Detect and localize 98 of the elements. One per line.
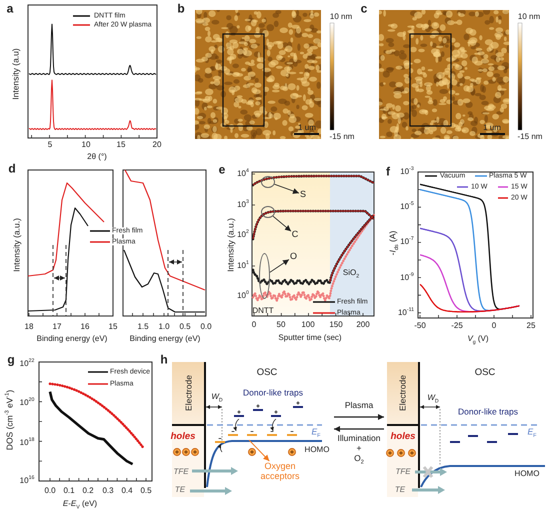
tick-label: -25 [451,322,463,330]
tick-label: 10$^{1}$ [237,262,249,270]
arrow [272,216,292,232]
tick-label: 0.0 [200,322,212,332]
panel-letter: c [360,2,368,16]
axis-title: Binding energy (eV) [130,334,200,344]
axis-title: 2θ (°) [87,152,107,162]
annotation-text: Electrode [398,375,408,411]
element-label: O [289,251,298,262]
element-label: S [299,189,307,200]
tick-label: 10$^{18}$ [20,438,34,448]
color-scale-label: 10 nm [330,12,352,22]
tick-label: 5 [48,140,52,150]
tick-label: 200 [356,320,370,330]
axis-title: Intensity (a.u) [12,48,20,100]
panel-letter: b [177,2,185,16]
annotation-text: TFE [173,468,189,476]
tick-label: 100 [301,320,315,330]
arrow [270,259,290,273]
scale-bar-label: 1 um [483,124,501,132]
tick-label: 15 [116,140,126,150]
panel-letter: d [8,162,16,176]
panel-letter: g [7,354,15,366]
annotation-text: holes [390,432,416,442]
tick-label: -50 [414,322,426,330]
highlight-ellipse [259,253,270,299]
annotation-text: OSC [474,368,496,378]
tick-label: 10$^{4}$ [237,170,249,178]
tick-label: 17 [52,322,62,332]
annotation-text: TE [174,486,186,494]
axis-title: V$_{g}$ (V) [467,334,489,344]
annotation-text: E$_{F}$ [311,428,321,436]
annotation-text: HOMO [514,470,540,478]
annotation-text: DNTT [252,306,274,316]
tick-label: 10$^{22}$ [20,360,34,368]
arrow [274,184,300,194]
tick-label: 18 [24,322,34,332]
annotation-text: OSC [256,368,278,378]
tick-label: 10$^{2}$ [237,230,249,240]
axis-title: Sputter time (sec) [278,334,342,342]
tick-label: 10$^{-3}$ [400,168,414,176]
tick-label: 50 [276,320,286,330]
tick-label: 0.1 [63,486,75,496]
annotation-text: Donor-like traps [243,388,303,398]
tick-label: 0 [492,322,496,330]
tick-label: 0.5 [140,486,152,496]
arrow [334,414,384,420]
panel-letter: f [386,166,390,178]
annotation-text: E$_{F}$ [527,428,537,436]
tick-label: 16 [80,322,90,332]
tick-label: 10$^{16}$ [20,476,34,486]
callout-text: Oxygen acceptors [257,461,303,483]
tick-label: 10$^{-11}$ [398,308,414,318]
panel-letter: a [6,2,14,16]
annotation-text: Electrode [184,375,194,411]
panel-letter: h [160,354,168,366]
element-label: C [291,229,299,240]
tick-label: 0.2 [82,486,94,496]
tick-label: 0.0 [44,486,56,496]
tick-label: 1.0 [158,322,170,332]
tick-label: 15 [108,322,118,332]
annotation-text: W$_{D}$ [427,394,439,402]
axis-title: Intensity (a.u.) [226,218,236,272]
axis-title: Intensity (a.u.) [12,218,22,272]
color-scale-label: -15 nm [330,132,354,142]
tick-label: 10$^{-9}$ [400,274,414,282]
tick-label: 10$^{-7}$ [400,238,414,246]
tick-label: 0.3 [102,486,114,496]
tick-label: 0.4 [121,486,133,496]
axis-title: E-E$_{V}$ (eV) [62,500,98,508]
scale-bar-label: 1 um [298,124,316,132]
tick-label: 10$^{20}$ [20,398,34,408]
arrow [334,426,384,432]
leader-line [248,440,270,462]
axis-title: Binding energy (eV) [36,334,108,344]
annotation-text: Donor-like traps [458,408,518,416]
band-diagram [384,360,548,500]
color-scale-label: -15 nm [518,132,542,142]
annotation-text: holes [170,432,196,442]
tick-label: 20 [152,140,162,150]
annotation-text: W$_{D}$ [211,392,223,402]
tick-label: 10$^{-5}$ [400,202,414,212]
tick-label: 150 [329,320,343,330]
panel-letter: e [218,164,226,176]
tick-label: 0.5 [179,322,191,332]
annotation-text: TFE [395,468,411,476]
annotation-text: HOMO [304,446,330,454]
highlight-ellipse [261,176,275,188]
highlight-ellipse [261,206,275,218]
tick-label: 1.5 [137,322,149,332]
annotation-text: TE [394,486,406,494]
tick-label: 10$^{0}$ [237,292,249,300]
tick-label: 25 [526,322,536,330]
tick-label: 0 [252,320,256,330]
color-scale-label: 10 nm [518,12,540,22]
tick-label: 10 [82,140,90,150]
annotation-text: SiO$_{2}$ [342,268,360,278]
tick-label: 10$^{3}$ [237,200,249,210]
